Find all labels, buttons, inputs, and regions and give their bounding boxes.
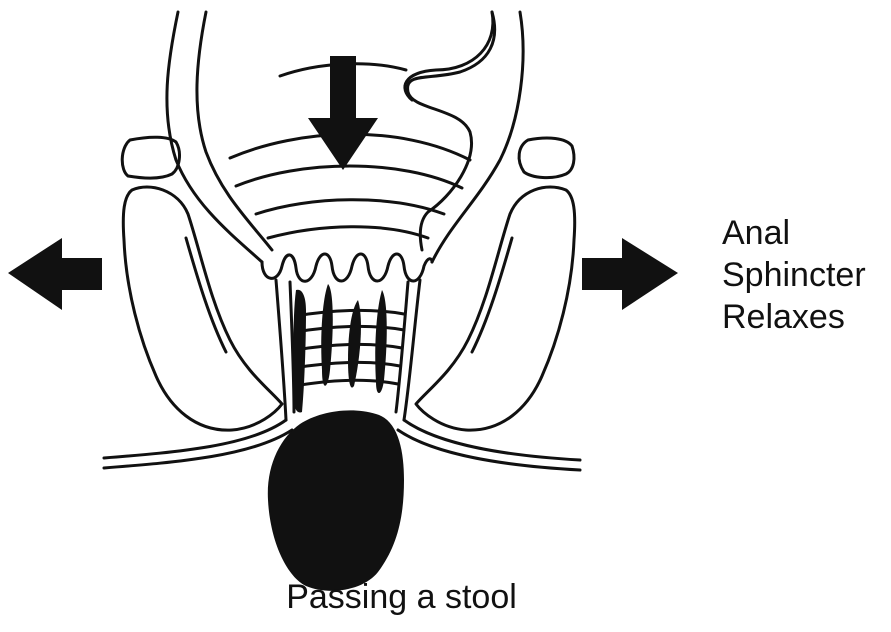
sphincter-relaxes-label: Anal Sphincter Relaxes	[722, 212, 866, 338]
sphincter-line-1	[296, 310, 404, 316]
right-upper-muscle	[519, 138, 574, 178]
side-label-line-1: Anal	[722, 212, 866, 254]
left-external-sphincter	[123, 187, 282, 430]
arrow-left-icon	[8, 238, 102, 310]
right-external-sphincter-inner	[472, 238, 512, 352]
left-skin-line-upper	[104, 420, 286, 458]
internal-sphincter-stroke-2	[321, 284, 333, 386]
right-rectal-wall-outer	[432, 12, 523, 262]
left-rectal-wall-inner	[197, 12, 272, 250]
right-rectal-wall-inner	[408, 12, 495, 250]
diagram-caption: Passing a stool	[0, 578, 891, 617]
left-rectal-wall-outer	[167, 12, 262, 262]
caption-text: Passing a stool	[286, 578, 517, 616]
right-external-sphincter	[416, 187, 575, 430]
side-label-line-2: Sphincter	[722, 254, 866, 296]
rectum-curve-3	[236, 166, 462, 188]
arrow-right-icon	[582, 238, 678, 310]
pectinate-line	[262, 254, 432, 281]
arrow-down-icon	[308, 56, 378, 170]
side-label-line-3: Relaxes	[722, 296, 866, 338]
rectum-curve-4	[256, 200, 444, 214]
left-external-sphincter-inner	[186, 238, 226, 352]
anal-canal-left-inner	[290, 282, 294, 412]
internal-sphincter-stroke-1	[294, 290, 307, 413]
rectum-curve-5	[268, 227, 428, 238]
internal-sphincter-stroke-3	[348, 300, 361, 388]
stool	[268, 410, 404, 590]
internal-sphincter-stroke-4	[375, 290, 387, 393]
right-rectal-fold	[405, 12, 493, 100]
